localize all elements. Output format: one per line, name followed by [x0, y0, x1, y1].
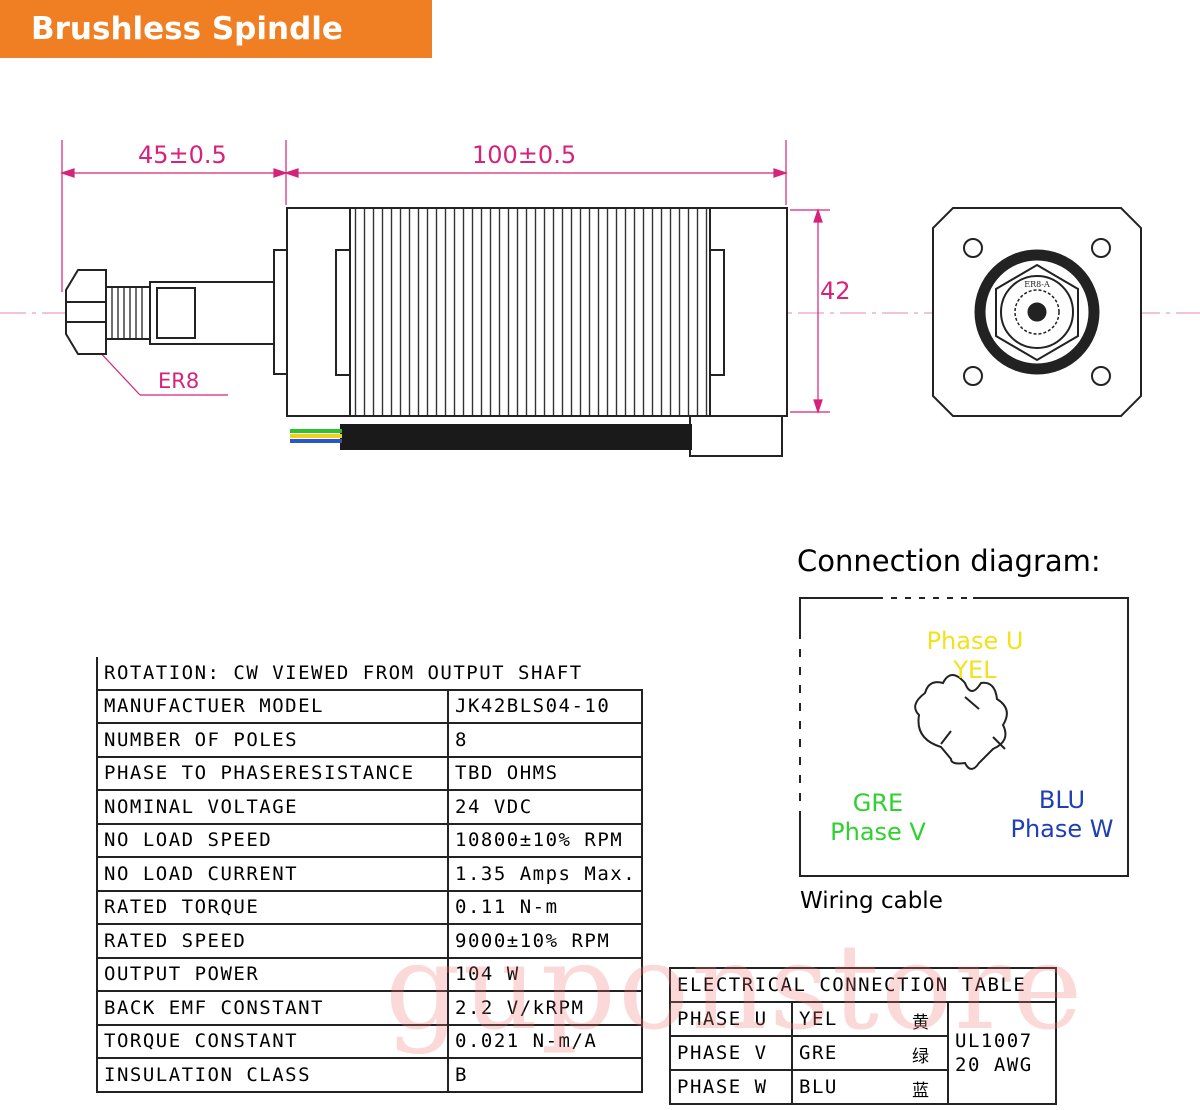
spec-value: JK42BLS04-10	[447, 688, 643, 724]
cable-type: UL1007	[955, 1030, 1033, 1052]
phase-w-name: Phase W	[1010, 815, 1114, 843]
spec-label: NUMBER OF POLES	[96, 722, 449, 758]
wire-color-cn: 绿	[912, 1047, 929, 1067]
phase-cell: PHASE U	[669, 1001, 793, 1037]
wire-color-cell: YEL 黄	[791, 1001, 949, 1037]
phase-cell: PHASE V	[669, 1035, 793, 1071]
wire-color-cell: BLU 蓝	[791, 1069, 949, 1105]
wire-color: YEL	[799, 1008, 838, 1030]
winding-symbol	[914, 674, 1008, 770]
table-row: MANUFACTUER MODEL JK42BLS04-10	[96, 688, 643, 724]
dim-body-length: 100±0.5	[472, 141, 577, 169]
phase-v-color: GRE	[852, 789, 904, 817]
thread-lines	[111, 287, 143, 339]
wiring-cable-label: Wiring cable	[800, 888, 943, 914]
wire-color-cell: GRE 绿	[791, 1035, 949, 1071]
dim-shaft-length: 45±0.5	[138, 141, 227, 169]
connection-diagram: Phase U YEL GRE Phase V BLU Phase W	[798, 596, 1129, 877]
phase-u-name: Phase U	[926, 627, 1024, 655]
table-row: OUTPUT POWER 104 W	[96, 956, 643, 992]
spec-label: MANUFACTUER MODEL	[96, 688, 449, 724]
spec-table-heading: ROTATION: CW VIEWED FROM OUTPUT SHAFT	[96, 657, 642, 691]
spec-value: 104 W	[447, 956, 643, 992]
spec-value: 0.021 N-m/A	[447, 1023, 643, 1059]
wire-color-cn: 黄	[912, 1013, 929, 1033]
phase-v-label: GRE Phase V	[827, 789, 929, 847]
electrical-table: ELECTRICAL CONNECTION TABLE PHASE U YEL …	[669, 967, 1057, 1105]
spec-value: 24 VDC	[447, 789, 643, 825]
collet-label: ER8-A	[1024, 280, 1050, 289]
table-row: NO LOAD SPEED 10800±10% RPM	[96, 822, 643, 858]
dim-collet: ER8	[158, 369, 200, 393]
spec-label: OUTPUT POWER	[96, 956, 449, 992]
table-row: PHASE U YEL 黄 UL1007 20 AWG	[669, 1001, 1057, 1105]
wiring-cable	[290, 415, 783, 457]
spec-label: NOMINAL VOLTAGE	[96, 789, 449, 825]
table-row: INSULATION CLASS B	[96, 1057, 643, 1093]
spec-value: 1.35 Amps Max.	[447, 856, 643, 892]
dim-width: 42	[820, 277, 851, 305]
table-row: PHASE V GRE 绿	[669, 1035, 1056, 1071]
phase-w-label: BLU Phase W	[1007, 786, 1117, 844]
table-row: BACK EMF CONSTANT 2.2 V/kRPM	[96, 990, 643, 1026]
spec-label: NO LOAD CURRENT	[96, 856, 449, 892]
motor-drawing: ER8-A	[0, 140, 1200, 457]
spec-table: ROTATION: CW VIEWED FROM OUTPUT SHAFT MA…	[96, 657, 643, 1093]
phase-v-name: Phase V	[830, 818, 926, 846]
table-row: NOMINAL VOLTAGE 24 VDC	[96, 789, 643, 825]
end-view	[932, 207, 1142, 417]
cable-gauge: 20 AWG	[955, 1054, 1033, 1076]
table-row: NO LOAD CURRENT 1.35 Amps Max.	[96, 856, 643, 892]
spec-label: NO LOAD SPEED	[96, 822, 449, 858]
table-row: PHASE W BLU 蓝	[669, 1069, 1056, 1105]
spec-value: 2.2 V/kRPM	[447, 990, 643, 1026]
table-row: PHASE TO PHASERESISTANCE TBD OHMS	[96, 755, 643, 791]
connection-title: Connection diagram:	[797, 544, 1101, 578]
spec-value: 10800±10% RPM	[447, 822, 643, 858]
spec-label: RATED TORQUE	[96, 889, 449, 925]
cable-spec-cell: UL1007 20 AWG	[947, 1001, 1057, 1105]
phase-u-color: YEL	[953, 656, 997, 684]
motor-body	[65, 207, 788, 417]
spec-label: INSULATION CLASS	[96, 1057, 449, 1093]
table-row: NUMBER OF POLES 8	[96, 722, 643, 758]
wire-color: BLU	[799, 1076, 838, 1098]
phase-u-label: Phase U YEL	[921, 627, 1029, 685]
spec-label: RATED SPEED	[96, 923, 449, 959]
spec-value: 8	[447, 722, 643, 758]
spec-value: TBD OHMS	[447, 755, 643, 791]
phase-cell: PHASE W	[669, 1069, 793, 1105]
electrical-table-heading: ELECTRICAL CONNECTION TABLE	[669, 967, 1057, 1003]
wire-color: GRE	[799, 1042, 838, 1064]
table-row: RATED TORQUE 0.11 N-m	[96, 889, 643, 925]
banner-title: Brushless Spindle Motor	[0, 0, 432, 105]
wire-color-cn: 蓝	[912, 1081, 929, 1101]
spec-label: PHASE TO PHASERESISTANCE	[96, 755, 449, 791]
phase-w-color: BLU	[1038, 786, 1086, 814]
spec-label: BACK EMF CONSTANT	[96, 990, 449, 1026]
spec-value: 9000±10% RPM	[447, 923, 643, 959]
dimension-lines	[60, 140, 830, 414]
table-row: TORQUE CONSTANT 0.021 N-m/A	[96, 1023, 643, 1059]
spec-label: TORQUE CONSTANT	[96, 1023, 449, 1059]
spec-value: 0.11 N-m	[447, 889, 643, 925]
table-row: RATED SPEED 9000±10% RPM	[96, 923, 643, 959]
spec-value: B	[447, 1057, 643, 1093]
